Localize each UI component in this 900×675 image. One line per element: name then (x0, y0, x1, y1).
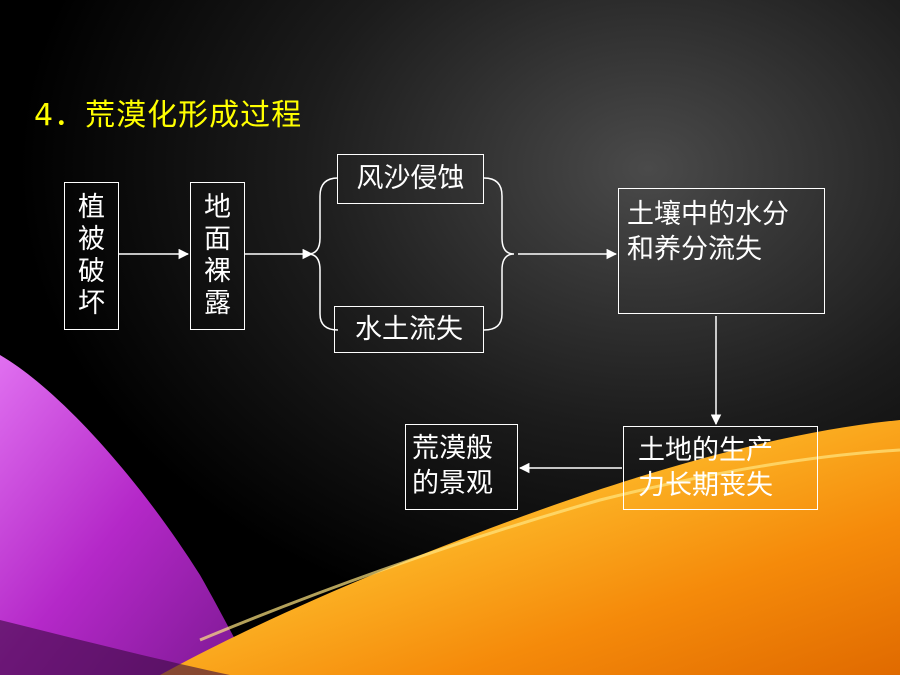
left-brace (307, 177, 339, 331)
node-line: 力长期丧失 (638, 470, 773, 502)
node-line: 的景观 (412, 468, 493, 500)
node-soil-water-loss: 水土流失 (334, 306, 484, 353)
node-char: 破 (78, 256, 105, 287)
node-bare-ground: 地 面 裸 露 (190, 182, 245, 330)
node-char: 裸 (204, 256, 231, 287)
orange-highlight (199, 448, 900, 642)
node-wind-erosion: 风沙侵蚀 (337, 154, 484, 204)
node-char: 植 (78, 192, 105, 224)
node-productivity-loss: 土地的生产 力长期丧失 (623, 426, 818, 510)
node-label: 风沙侵蚀 (356, 163, 465, 195)
node-char: 露 (204, 287, 231, 319)
node-char: 坏 (78, 287, 105, 319)
node-line: 土地的生产 (638, 435, 773, 466)
purple-swoosh (0, 355, 255, 675)
node-char: 被 (78, 224, 105, 256)
node-desert-landscape: 荒漠般 的景观 (405, 424, 518, 510)
node-line: 和养分流失 (627, 234, 762, 266)
node-line: 荒漠般 (412, 433, 493, 464)
orange-wave (160, 420, 900, 675)
node-nutrient-loss: 土壤中的水分 和养分流失 (618, 188, 825, 314)
node-line: 土壤中的水分 (627, 199, 789, 230)
node-char: 地 (204, 192, 231, 224)
dark-band (0, 620, 230, 675)
node-vegetation-damage: 植 被 破 坏 (64, 182, 119, 330)
node-label: 水土流失 (355, 313, 463, 345)
node-char: 面 (204, 224, 231, 256)
slide-title: 4．荒漠化形成过程 (34, 98, 303, 133)
right-brace (483, 177, 515, 331)
